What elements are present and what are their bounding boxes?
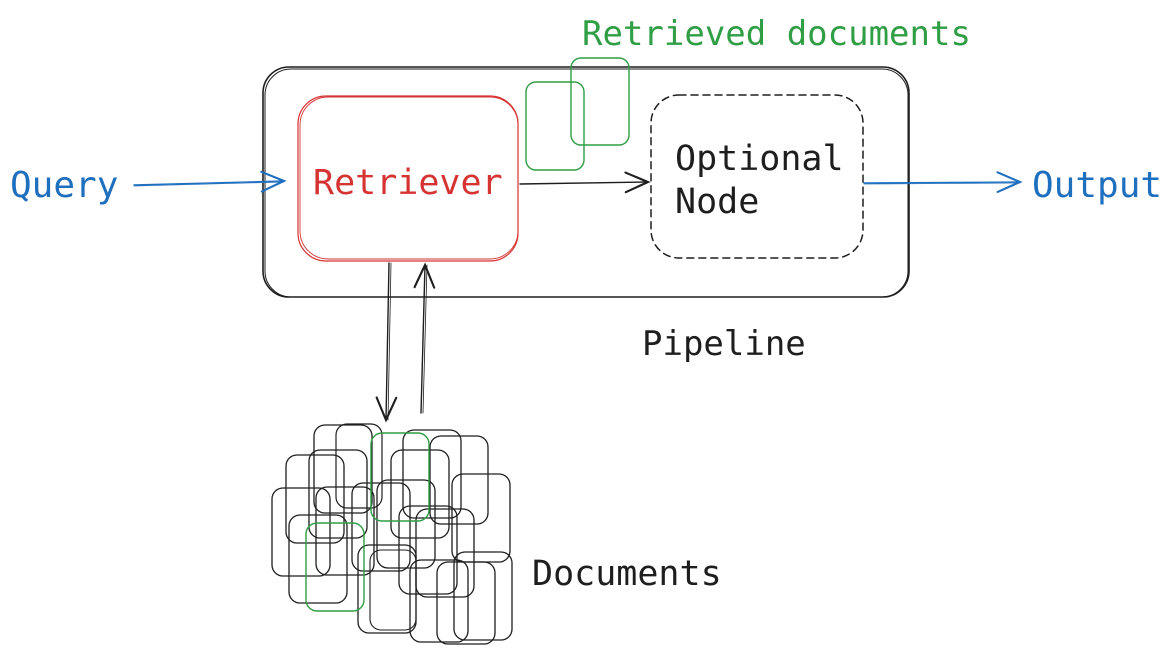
retriever-node <box>297 95 519 262</box>
query-arrow <box>133 170 287 193</box>
output-arrow <box>863 171 1023 193</box>
optional-node-label-line2: Node <box>675 182 759 222</box>
documents-to-retriever-arrow <box>413 262 436 414</box>
output-label: Output <box>1032 165 1162 206</box>
retriever-to-node-arrow <box>519 171 651 194</box>
query-label: Query <box>10 165 118 206</box>
optional-node <box>650 94 864 259</box>
retrieved-documents-label: Retrieved documents <box>582 14 971 54</box>
optional-node-label-line1: Optional <box>675 139 844 179</box>
retriever-label: Retriever <box>313 163 503 203</box>
retrieved-documents-icon <box>525 57 630 171</box>
documents-label: Documents <box>532 554 722 594</box>
pipeline-label: Pipeline <box>642 324 806 364</box>
retriever-to-documents-arrow <box>375 262 398 423</box>
documents-pile-icon <box>271 423 513 645</box>
